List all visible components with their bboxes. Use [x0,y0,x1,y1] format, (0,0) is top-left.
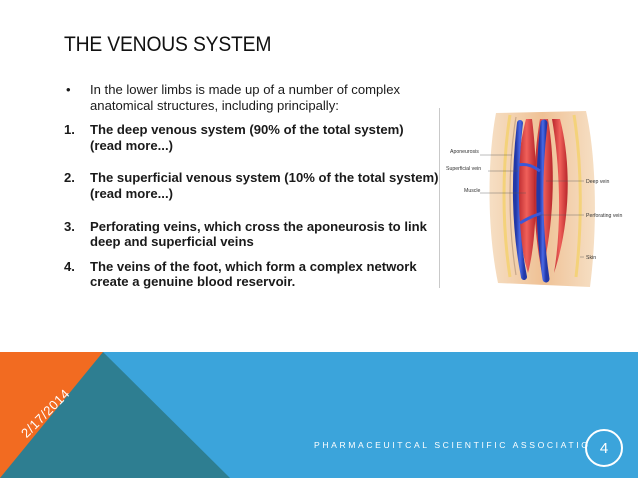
label-aponeurosis: Aponeurosis [450,149,479,155]
list-item-text: The superficial venous system (10% of th… [90,170,439,201]
muscle-right [552,119,568,273]
list-item: 4. The veins of the foot, which form a c… [64,259,439,290]
list-item-number: 2. [64,170,75,186]
list-item-number: 1. [64,122,75,138]
diagram-divider [439,108,440,288]
venous-anatomy-diagram: Aponeurosis Superficial vein Muscle Deep… [446,111,622,287]
superficial-vein [512,120,527,280]
bullet-intro: • In the lower limbs is made up of a num… [64,82,439,113]
list-item: 1. The deep venous system (90% of the to… [64,122,439,153]
fat-layer-right [572,114,582,278]
slide-body: • In the lower limbs is made up of a num… [64,82,439,290]
label-superficial-vein: Superficial vein [446,166,481,172]
perforating-vein-lower [519,211,543,225]
bullet-text: In the lower limbs is made up of a numbe… [90,82,401,113]
label-deep-vein: Deep vein [586,179,609,185]
page-number: 4 [599,439,609,457]
label-skin: Skin [586,255,596,261]
list-item: 3. Perforating veins, which cross the ap… [64,219,439,250]
list-item-number: 3. [64,218,75,234]
aponeurosis-line [509,116,517,276]
bullet-marker: • [66,82,71,97]
perforating-vein-upper [517,163,541,173]
label-muscle: Muscle [464,188,481,194]
deep-vein [536,119,550,283]
page-number-badge: 4 [585,429,623,467]
footer-organization: PHARMACEUITCAL SCIENTIFIC ASSOCIATIO [314,440,591,450]
slide-title: THE VENOUS SYSTEM [64,33,272,56]
muscle-left [517,119,537,273]
footer-band [0,352,638,478]
list-item-text: The veins of the foot, which form a comp… [90,258,417,290]
list-item-number: 4. [64,258,75,274]
footer-orange-triangle [0,352,103,478]
list-item: 2. The superficial venous system (10% of… [64,170,439,201]
list-item-text: Perforating veins, which cross the apone… [90,218,427,250]
label-perforating-vein: Perforating vein [586,213,622,219]
list-item-text: The deep venous system (90% of the total… [90,122,404,153]
fat-layer-left [502,114,512,278]
